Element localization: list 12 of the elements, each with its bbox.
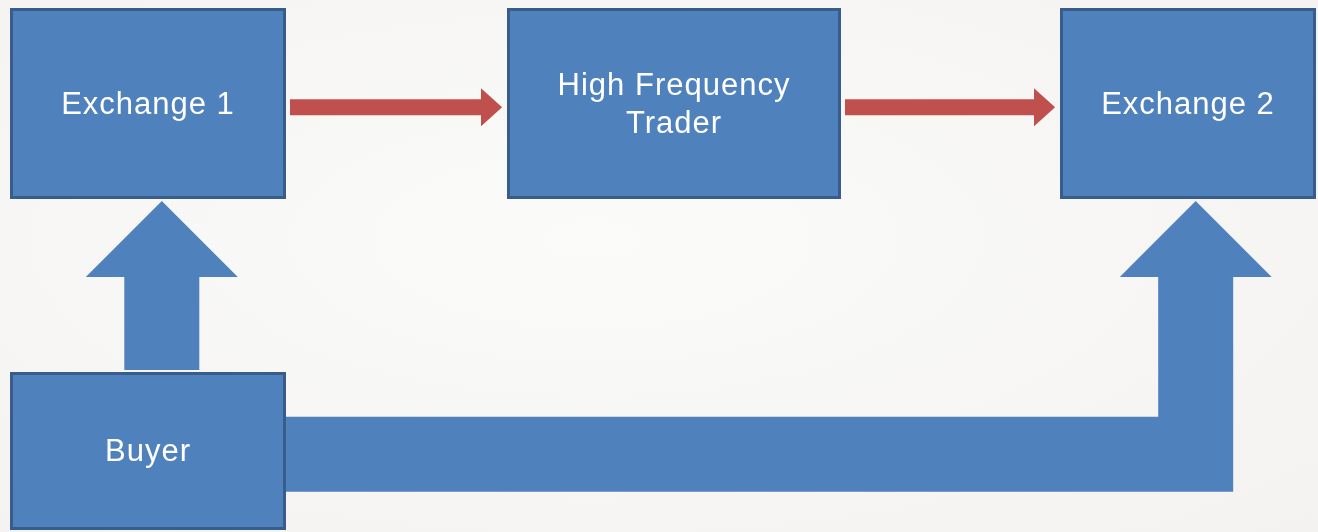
node-label: Buyer — [105, 432, 191, 470]
node-label: High Frequency Trader — [556, 65, 792, 142]
process-box — [507, 8, 841, 199]
process-box — [10, 372, 286, 530]
arrow — [290, 88, 503, 127]
arrow — [845, 88, 1056, 127]
block-arrow — [286, 201, 1272, 492]
process-box — [1060, 8, 1316, 199]
node-label: Exchange 2 — [1101, 84, 1275, 123]
process-box — [10, 8, 286, 199]
node-label: Exchange 1 — [61, 84, 235, 123]
block-arrow — [85, 201, 238, 370]
